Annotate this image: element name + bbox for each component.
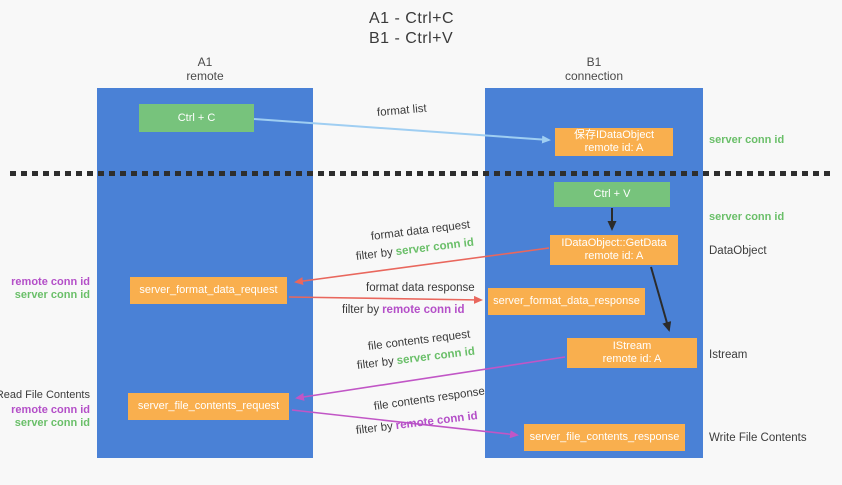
save-idataobject-box: 保存IDataObject remote id: A [555,128,673,156]
server-conn-id-left-label-top: server conn id [14,289,90,301]
format-list-label: format list [376,102,428,119]
diagram-title: A1 - Ctrl+C B1 - Ctrl+V [369,9,454,49]
server-conn-id-filter-text-1: server conn id [395,236,475,259]
server-file-contents-request-box: server_file_contents_request [128,393,289,420]
ctrl-v-label: Ctrl + V [593,188,631,200]
filter-by-text: filter by [355,420,394,437]
istream-side-label: Istream [709,349,748,361]
right-column-title: B1 [586,55,602,69]
format-data-response-arrow [288,295,483,304]
save-idataobject-line2: remote id: A [584,142,644,154]
filter-by-text: filter by [342,304,380,316]
server-conn-id-label-top: server conn id [709,134,785,146]
format-request-label: server_format_data_request [139,284,278,296]
remote-conn-id-label-bottom: remote conn id [11,404,90,416]
server-format-data-response-box: server_format_data_response [488,288,645,315]
ctrl-v-box: Ctrl + V [554,182,670,207]
server-format-data-request-box: server_format_data_request [130,277,287,304]
server-conn-id-left-label-bottom: server conn id [14,417,90,429]
dataobject-label: DataObject [709,245,767,257]
right-column-subtitle: connection [564,69,624,83]
dashed-separator-line [10,171,832,176]
format-data-response-label: format data response [366,282,475,294]
ctrl-c-box: Ctrl + C [139,104,254,132]
server-conn-id-filter-text-2: server conn id [396,345,476,368]
istream-box: IStream remote id: A [567,338,697,368]
istream-line2: remote id: A [602,353,662,365]
file-contents-response-label: file contents response [373,385,486,413]
left-conn-id-group-top: remote conn id server conn id [11,276,90,302]
getdata-line1: IDataObject::GetData [561,237,667,249]
left-column-header: A1 remote [135,55,275,83]
format-response-label: server_format_data_response [493,295,640,307]
ctrl-c-label: Ctrl + C [177,111,216,124]
left-column-title: A1 [197,55,213,69]
remote-conn-id-filter-text-2: remote conn id [395,410,479,433]
right-column-header: B1 connection [524,55,664,83]
getdata-line2: remote id: A [584,250,644,262]
istream-line1: IStream [612,340,652,352]
filter-by-text: filter by [355,246,394,263]
read-file-contents-label: Read File Contents [0,389,90,401]
file-response-label: server_file_contents_response [529,431,680,443]
file-request-label: server_file_contents_request [137,400,280,412]
left-conn-id-group-bottom: remote conn id server conn id [11,404,90,430]
remote-conn-id-label-top: remote conn id [11,276,90,288]
filter-by-text: filter by [356,355,395,372]
idataobject-getdata-box: IDataObject::GetData remote id: A [550,235,678,265]
save-idataobject-line1: 保存IDataObject [573,129,655,141]
write-file-contents-label: Write File Contents [709,432,807,444]
server-conn-id-label-mid: server conn id [709,211,785,223]
title-line-1: A1 - Ctrl+C [369,10,455,27]
title-line-2: B1 - Ctrl+V [369,30,454,47]
left-column-subtitle: remote [186,69,224,83]
remote-conn-id-filter-text-1: remote conn id [382,304,465,316]
server-file-contents-response-box: server_file_contents_response [524,424,685,451]
